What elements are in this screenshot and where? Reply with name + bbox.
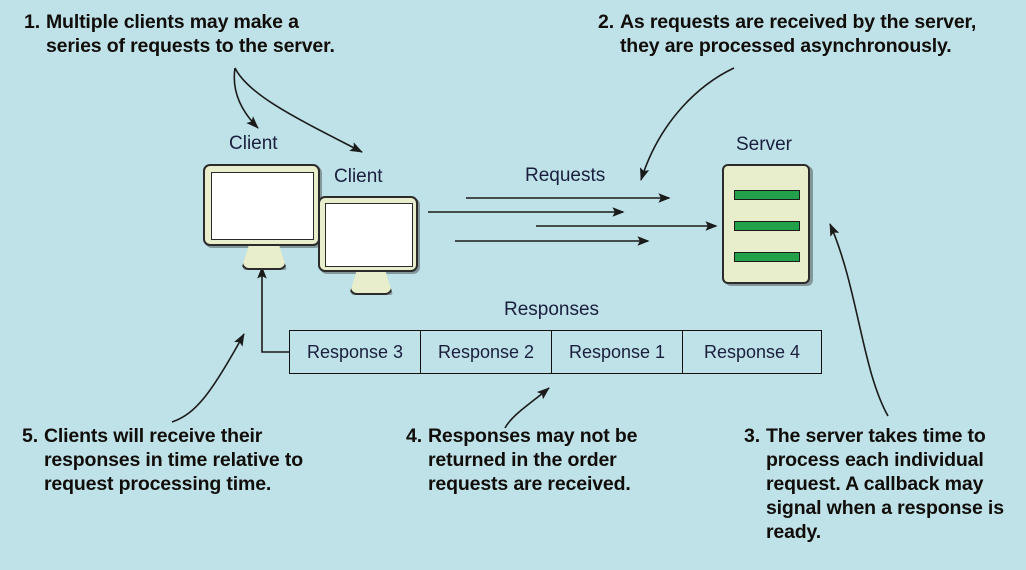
server-process-bar xyxy=(734,190,800,200)
callout-5-text: Clients will receive their responses in … xyxy=(43,425,303,495)
callout-3-text: The server takes time to process each in… xyxy=(765,425,1004,543)
server-icon xyxy=(722,164,810,284)
server-label: Server xyxy=(736,134,792,155)
callout-1-leader-left xyxy=(233,67,259,129)
response-box: Response 3 xyxy=(290,331,421,373)
callout-4: 4. Responses may not be returned in the … xyxy=(406,424,666,496)
callout-5: 5. Clients will receive their responses … xyxy=(22,424,322,496)
callout-5-number: 5. xyxy=(22,425,38,447)
callout-5-leader xyxy=(171,333,245,423)
callout-2-leader xyxy=(640,67,735,181)
server-process-bar xyxy=(734,252,800,262)
responses-label: Responses xyxy=(504,299,600,320)
callout-3: 3. The server takes time to process each… xyxy=(744,424,1014,544)
callout-1-text: Multiple clients may make a series of re… xyxy=(45,11,335,57)
callout-1-number: 1. xyxy=(24,11,40,33)
callout-2-text: As requests are received by the server, … xyxy=(619,11,977,57)
monitor-stand xyxy=(349,270,393,295)
response-box: Response 2 xyxy=(421,331,552,373)
callout-3-number: 3. xyxy=(744,425,760,447)
client-2-label: Client xyxy=(334,166,383,187)
callout-2-number: 2. xyxy=(598,11,614,33)
monitor-screen xyxy=(211,172,314,240)
monitor-stand xyxy=(241,244,287,270)
callout-4-leader xyxy=(504,387,550,429)
monitor-screen xyxy=(325,203,413,267)
client-1-label: Client xyxy=(229,133,278,154)
callout-4-text: Responses may not be returned in the ord… xyxy=(427,425,638,495)
responses-queue: Response 3 Response 2 Response 1 Respons… xyxy=(289,330,822,374)
callout-1: 1. Multiple clients may make a series of… xyxy=(24,10,354,58)
server-process-bar xyxy=(734,221,800,231)
callout-3-leader xyxy=(829,223,889,417)
callout-2: 2. As requests are received by the serve… xyxy=(598,10,1018,58)
requests-label: Requests xyxy=(525,165,606,186)
response-box: Response 1 xyxy=(552,331,683,373)
callout-4-number: 4. xyxy=(406,425,422,447)
client-2-monitor-icon xyxy=(318,196,418,302)
client-1-monitor-icon xyxy=(203,164,320,284)
response-box: Response 4 xyxy=(703,341,801,362)
